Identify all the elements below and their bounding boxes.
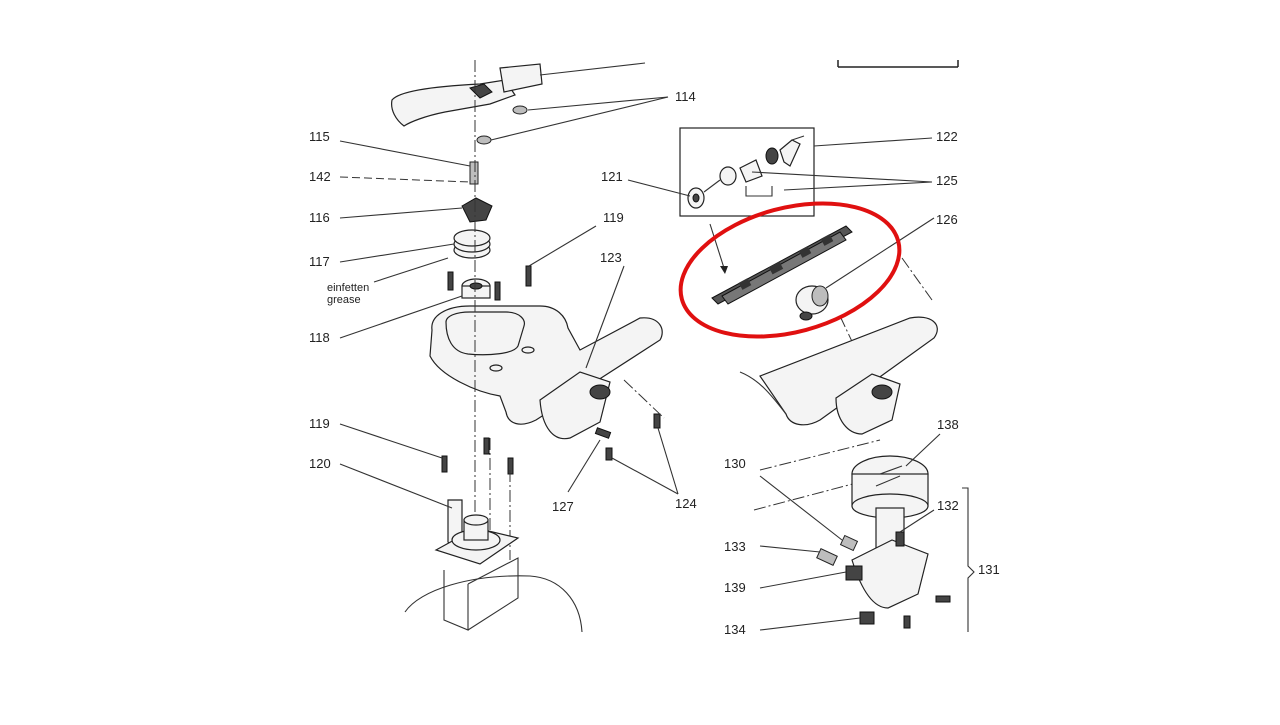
note-grease-en: grease <box>327 294 361 306</box>
rotary-knob <box>795 285 829 321</box>
main-housing <box>429 305 663 440</box>
label-122: 122 <box>936 129 958 144</box>
label-116: 116 <box>309 210 330 225</box>
washer <box>512 105 528 115</box>
base-plate <box>404 575 583 633</box>
label-130: 130 <box>724 456 746 471</box>
lower-bracket <box>816 507 951 629</box>
cam-part <box>461 197 493 223</box>
screws <box>447 265 532 301</box>
label-126: 126 <box>936 212 958 227</box>
lower-screws <box>441 437 514 475</box>
label-115: 115 <box>309 129 330 144</box>
label-119-bottom: 119 <box>309 416 330 431</box>
label-134: 134 <box>724 622 746 637</box>
note-grease-de: einfetten <box>327 282 369 294</box>
label-123: 123 <box>600 250 622 265</box>
bolt <box>469 161 479 185</box>
part-labels: 114 115 142 116 117 einfetten grease 118… <box>309 89 1000 637</box>
label-142: 142 <box>309 169 331 184</box>
label-120: 120 <box>309 456 331 471</box>
label-118: 118 <box>309 330 330 345</box>
label-114: 114 <box>675 89 696 104</box>
group-brace <box>962 487 975 632</box>
fasteners <box>594 413 661 461</box>
spring <box>453 229 491 259</box>
label-124: 124 <box>675 496 697 511</box>
label-117: 117 <box>309 254 330 269</box>
highlight-circle <box>678 201 902 339</box>
label-131: 131 <box>978 562 1000 577</box>
right-arm-housing <box>739 316 938 435</box>
label-138: 138 <box>937 417 959 432</box>
motor-mount <box>434 499 520 631</box>
circuit-board <box>711 225 853 305</box>
lock-cylinder-detail <box>687 135 805 209</box>
label-125: 125 <box>936 173 958 188</box>
handle-lever <box>391 62 646 127</box>
label-127: 127 <box>552 499 574 514</box>
label-121: 121 <box>601 169 623 184</box>
bearing <box>461 278 491 299</box>
cap-138 <box>851 455 929 519</box>
label-119-top: 119 <box>603 210 624 225</box>
label-132: 132 <box>937 498 959 513</box>
label-133: 133 <box>724 539 746 554</box>
label-139: 139 <box>724 580 746 595</box>
washer <box>476 135 492 145</box>
